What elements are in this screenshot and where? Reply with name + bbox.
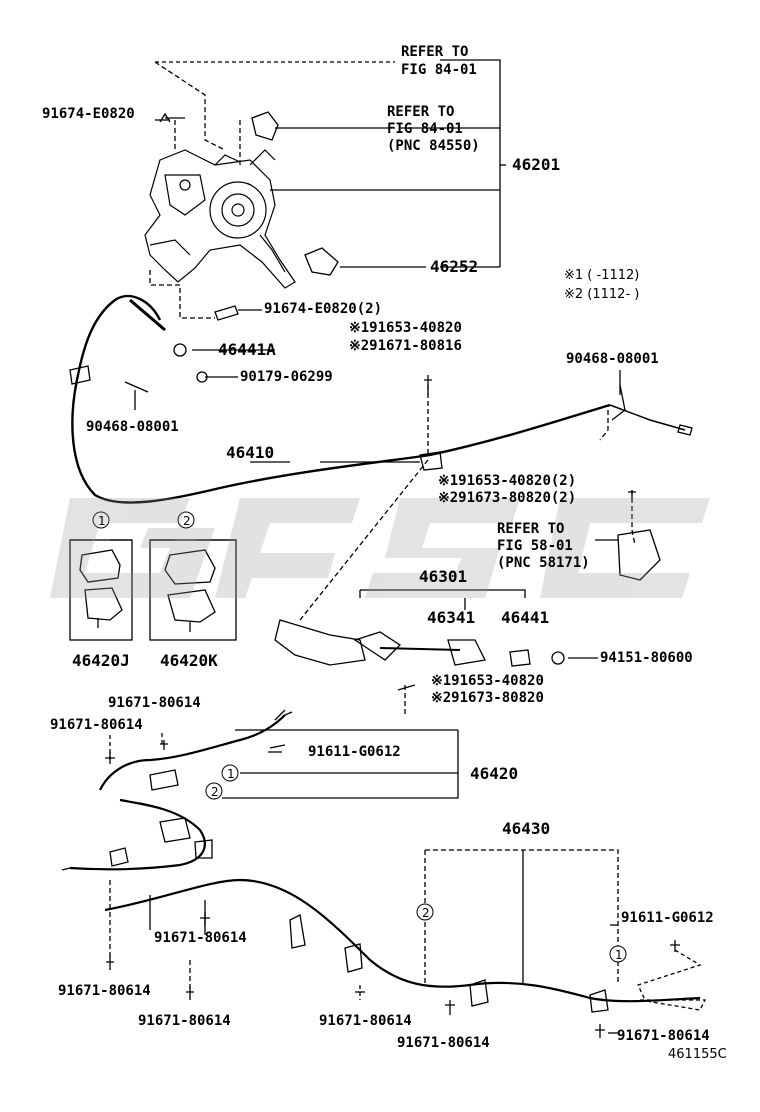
bracket-46301 <box>359 589 526 598</box>
circle-2-46420 <box>205 782 223 800</box>
part-91671-top2-label: 91671-80614 <box>50 717 143 733</box>
ref-label-3a: REFER TO <box>497 521 565 537</box>
part-91671-botright-label: 91671-80614 <box>617 1028 710 1044</box>
cable-46410 <box>71 294 611 504</box>
part-91611-b-label: 91611-G0612 <box>621 910 714 926</box>
part-91671-botmid2-label: 91671-80614 <box>397 1035 490 1051</box>
part-91671-top1-label: 91671-80614 <box>108 695 201 711</box>
part-46420J-label: 46420J <box>72 651 130 670</box>
part-s1-91653-2-label: ※191653-40820(2) <box>438 473 577 489</box>
ref-label-2b: FIG 84-01 <box>387 121 463 137</box>
ref-label-1a: REFER TO <box>401 44 469 60</box>
circle-1-box <box>92 511 110 529</box>
note-2: ※2 (1112- ) <box>564 287 640 302</box>
part-46441 <box>509 649 531 667</box>
part-94151 <box>551 651 565 665</box>
clip-46420K <box>164 549 216 632</box>
cable-46420-2 <box>69 798 206 871</box>
part-46420K-label: 46420K <box>160 651 218 670</box>
circle-1-46430 <box>609 945 627 963</box>
circle-2-box-text: 2 <box>183 514 191 528</box>
ref-label-2a: REFER TO <box>387 104 455 120</box>
part-91671-botmid1-label: 91671-80614 <box>319 1013 412 1029</box>
variant-box-1 <box>69 539 133 641</box>
part-91674-a-label: 91674-E0820 <box>42 106 135 122</box>
part-94151-label: 94151-80600 <box>600 650 693 666</box>
part-46341-label: 46341 <box>427 608 476 627</box>
circle-2-46420-text: 2 <box>211 785 219 799</box>
part-s1-91653-label: ※191653-40820 <box>349 320 462 336</box>
part-91671-botleft2-label: 91671-80614 <box>138 1013 231 1029</box>
part-91671-mid-label: 91671-80614 <box>154 930 247 946</box>
circle-1-46420 <box>221 764 239 782</box>
part-s2-91673-b-label: ※291673-80820 <box>431 690 544 706</box>
leader-46201-bracket <box>440 59 501 267</box>
clip-90468-right <box>611 384 626 421</box>
part-s2-91671-label: ※291671-80816 <box>349 338 462 354</box>
bolt-91674-b <box>214 305 239 321</box>
figure-id: 461155C <box>668 1047 727 1062</box>
clip-84550 <box>251 111 279 141</box>
part-46301-label: 46301 <box>419 567 468 586</box>
cable-46420-1 <box>99 714 286 791</box>
ref-label-2c: (PNC 84550) <box>387 138 480 154</box>
variant-box-2 <box>149 539 237 641</box>
clip-46420J <box>79 549 123 628</box>
ref-label-3c: (PNC 58171) <box>497 555 590 571</box>
part-91671-botleft-label: 91671-80614 <box>58 983 151 999</box>
ref-label-1b: FIG 84-01 <box>401 62 477 78</box>
circle-2-46430-text: 2 <box>422 906 430 920</box>
part-46201-label: 46201 <box>512 155 561 174</box>
cable-46430 <box>104 878 701 1003</box>
circle-1-46420-text: 1 <box>227 767 235 781</box>
cable-clamp-46410 <box>419 451 443 471</box>
circle-2-box <box>177 511 195 529</box>
part-58171 <box>617 529 661 581</box>
part-46252-label: 46252 <box>430 257 479 276</box>
part-90179-label: 90179-06299 <box>240 369 333 385</box>
part-46441A <box>173 343 187 357</box>
part-46341 <box>447 639 486 666</box>
ref-label-3b: FIG 58-01 <box>497 538 573 554</box>
part-s1-91653-b-label: ※191653-40820 <box>431 673 544 689</box>
note-1: ※1 ( -1112) <box>564 268 640 283</box>
equalizer-bracket <box>274 619 366 666</box>
part-90179 <box>196 371 208 383</box>
part-46410-label: 46410 <box>226 443 275 462</box>
circle-2-46430 <box>416 903 434 921</box>
part-91674-b-label: 91674-E0820(2) <box>264 301 383 317</box>
clip-46252 <box>304 247 339 276</box>
part-91611-a-label: 91611-G0612 <box>308 744 401 760</box>
circled-numbers <box>92 511 627 963</box>
pedal-assembly <box>144 149 296 289</box>
part-46441A-label: 46441A <box>218 340 276 359</box>
part-46420-label: 46420 <box>470 764 519 783</box>
part-46441-label: 46441 <box>501 608 550 627</box>
part-90468-right-label: 90468-08001 <box>566 351 659 367</box>
circle-1-46430-text: 1 <box>615 948 623 962</box>
part-s2-91673-2-label: ※291673-80820(2) <box>438 490 577 506</box>
circle-1-box-text: 1 <box>98 514 106 528</box>
bolt-91674-a <box>159 112 185 123</box>
part-46341-holder <box>353 631 402 661</box>
bolt-s1s2-top <box>424 375 432 395</box>
part-90468-left-label: 90468-08001 <box>86 419 179 435</box>
part-46430-label: 46430 <box>502 819 551 838</box>
clip-90468-left <box>124 381 149 393</box>
bracket-46420 <box>222 730 459 799</box>
